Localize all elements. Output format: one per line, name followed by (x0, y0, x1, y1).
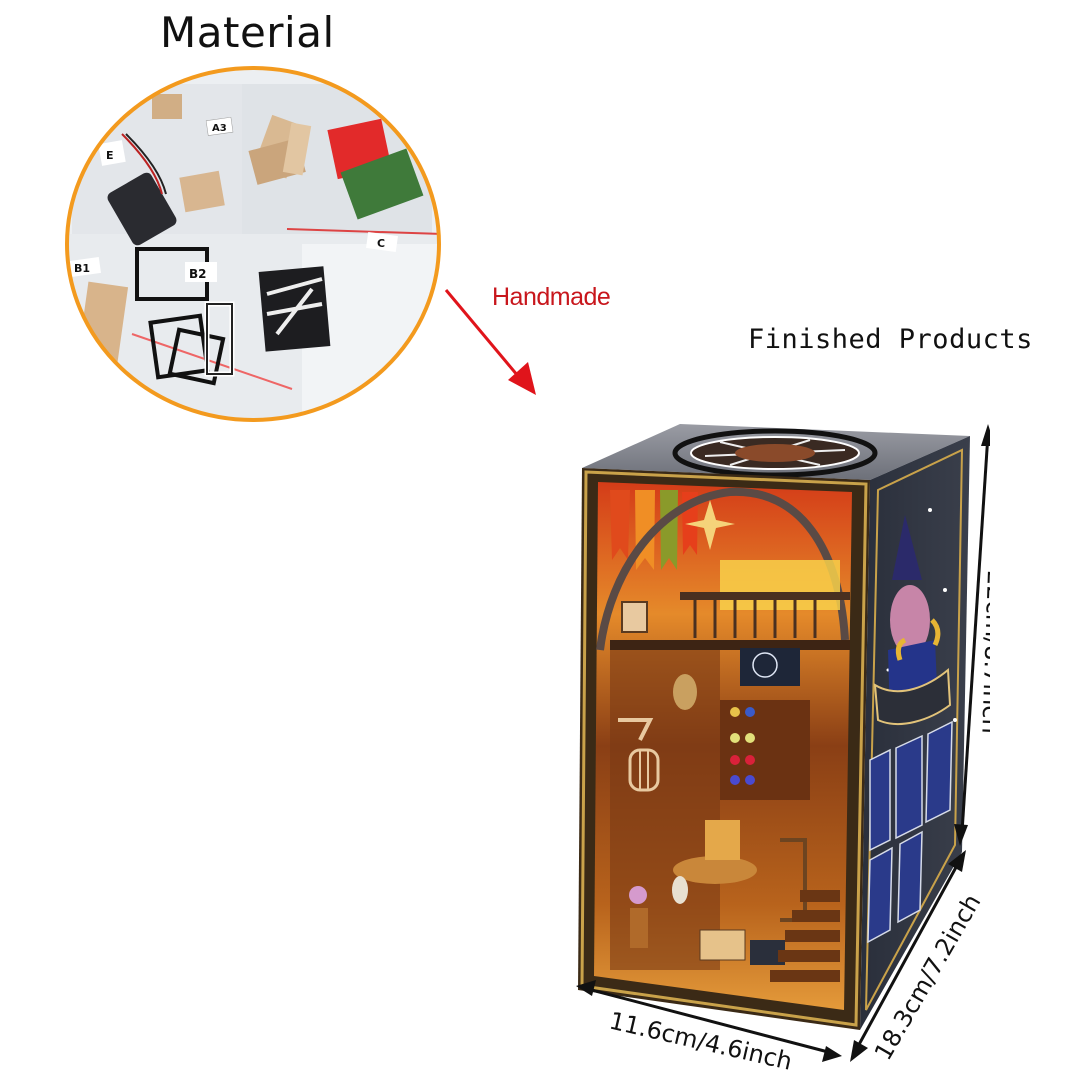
svg-text:B2: B2 (189, 267, 207, 281)
staircase (770, 890, 840, 982)
potion-bottles (730, 707, 755, 785)
svg-text:E: E (106, 149, 114, 162)
svg-text:A3: A3 (212, 123, 227, 134)
zip-line (286, 228, 439, 235)
battery-box (107, 172, 177, 246)
zip-line (131, 333, 293, 390)
green-sheet (340, 148, 424, 220)
svg-text:C: C (377, 237, 385, 250)
arrow-head (508, 362, 536, 395)
bag-tag-c: C (366, 231, 398, 253)
material-photo: A3 B1 B2 C E (65, 66, 441, 422)
depth-dimension (850, 850, 966, 1062)
stacked-books (705, 820, 740, 860)
material-title: Material (160, 8, 335, 57)
bag-tag-b2: B2 (185, 262, 217, 282)
flower-pot (629, 886, 647, 904)
book-nook-box: 22cm/8.7inch 18.3cm/7.2inch 11.6cm/4.6in… (576, 424, 990, 1076)
bird-cage (618, 718, 660, 792)
arrow-shaft (444, 289, 520, 377)
round-table (673, 856, 757, 884)
picture-frame (621, 601, 648, 633)
handmade-label: Handmade (492, 283, 611, 311)
width-dimension (576, 980, 842, 1062)
loft-railing (680, 592, 850, 600)
tarot-cards (867, 720, 953, 944)
owl-statue (672, 876, 688, 904)
width-label: 11.6cm/4.6inch (607, 1007, 795, 1076)
circle-border (65, 66, 441, 422)
treasure-chest (699, 929, 746, 961)
bag-tag-a3: A3 (205, 116, 234, 136)
railing-spindles (693, 600, 817, 638)
window-frames (135, 247, 235, 386)
svg-text:B1: B1 (74, 262, 90, 275)
pentagram-emblem (672, 428, 878, 478)
height-dimension (954, 424, 990, 846)
finished-products-title: Finished Products (748, 324, 1033, 355)
handmade-arrow (444, 289, 536, 395)
wood-wall (610, 650, 720, 970)
star-ornament (685, 500, 735, 550)
wire (121, 133, 163, 195)
loft-bed (720, 560, 840, 610)
loft-floor (610, 640, 850, 650)
wire (125, 133, 167, 195)
bag-tag-b1: B1 (69, 256, 101, 278)
wall-clock (673, 674, 697, 710)
bag-tag-e: E (98, 140, 126, 166)
witch-illustration (873, 515, 952, 725)
